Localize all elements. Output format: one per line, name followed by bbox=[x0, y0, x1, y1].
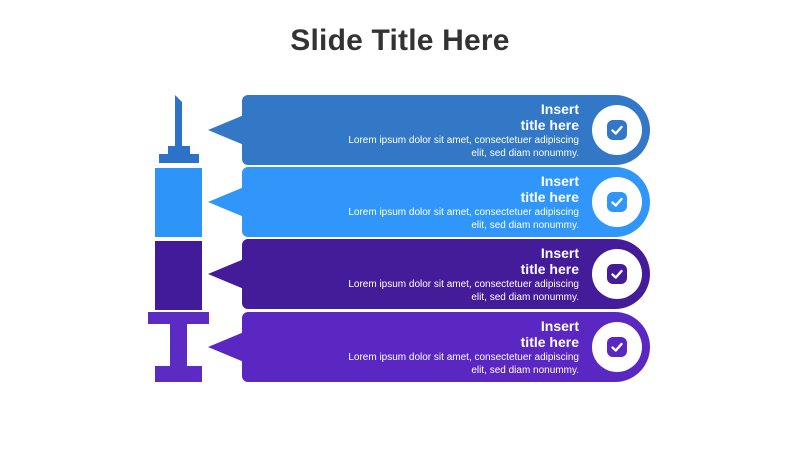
card-title-line2: title here bbox=[520, 189, 579, 205]
card-title-line1: Insert bbox=[540, 245, 579, 261]
info-card-3: Insert title here Lorem ipsum dolor sit … bbox=[242, 239, 650, 309]
check-badge bbox=[592, 177, 642, 227]
syringe-plunger-rod bbox=[170, 324, 187, 368]
check-badge bbox=[592, 249, 642, 299]
check-badge bbox=[592, 105, 642, 155]
syringe-hub bbox=[168, 146, 190, 154]
check-icon bbox=[607, 264, 627, 284]
card-title-line1: Insert bbox=[540, 318, 579, 334]
syringe-plunger-flange bbox=[148, 312, 209, 324]
card-title-line1: Insert bbox=[540, 173, 579, 189]
card-body-line2: elit, sed diam nonummy. bbox=[471, 219, 579, 231]
check-icon bbox=[607, 192, 627, 212]
syringe-hub-base bbox=[159, 154, 199, 163]
check-badge bbox=[592, 322, 642, 372]
check-icon bbox=[607, 120, 627, 140]
card-pointer-3 bbox=[208, 259, 244, 289]
slide-title: Slide Title Here bbox=[290, 24, 510, 57]
card-title-line2: title here bbox=[520, 117, 579, 133]
info-card-2: Insert title here Lorem ipsum dolor sit … bbox=[242, 167, 650, 237]
card-title-line2: title here bbox=[520, 334, 579, 350]
card-title-line2: title here bbox=[520, 261, 579, 277]
check-icon bbox=[607, 337, 627, 357]
card-body-line2: elit, sed diam nonummy. bbox=[471, 364, 579, 376]
info-card-1: Insert title here Lorem ipsum dolor sit … bbox=[242, 95, 650, 165]
syringe-plunger-base bbox=[155, 366, 202, 382]
card-pointer-2 bbox=[208, 187, 244, 217]
card-body-line2: elit, sed diam nonummy. bbox=[471, 291, 579, 303]
card-pointer-1 bbox=[208, 115, 244, 145]
syringe-needle bbox=[175, 95, 182, 147]
card-body-line1: Lorem ipsum dolor sit amet, consectetuer… bbox=[348, 207, 579, 218]
card-body-line1: Lorem ipsum dolor sit amet, consectetuer… bbox=[348, 279, 579, 290]
syringe-barrel-top bbox=[155, 168, 202, 237]
card-pointer-4 bbox=[208, 332, 244, 362]
card-body-line2: elit, sed diam nonummy. bbox=[471, 147, 579, 159]
info-card-4: Insert title here Lorem ipsum dolor sit … bbox=[242, 312, 650, 382]
card-body-line1: Lorem ipsum dolor sit amet, consectetuer… bbox=[348, 352, 579, 363]
card-title-line1: Insert bbox=[540, 101, 579, 117]
card-body-line1: Lorem ipsum dolor sit amet, consectetuer… bbox=[348, 135, 579, 146]
syringe-barrel-bottom bbox=[155, 241, 202, 310]
